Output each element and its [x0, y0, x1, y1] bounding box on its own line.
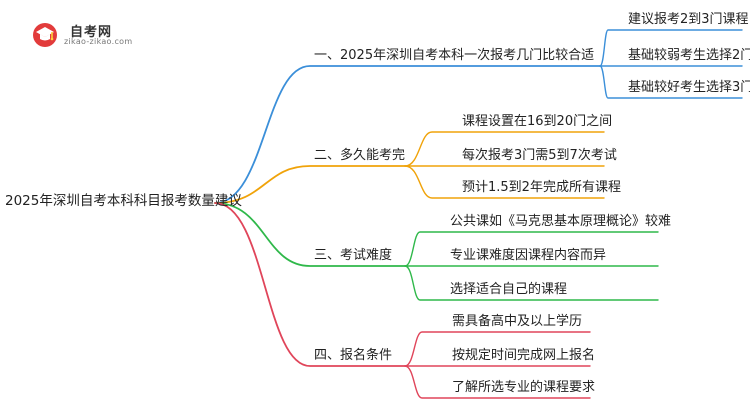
graduation-cap-icon [33, 23, 57, 47]
branch-4-item-3-connector [404, 365, 591, 399]
branch-2-item-1-connector [404, 131, 605, 167]
site-logo: 自考网 zikao-zikao.com [30, 20, 150, 50]
branch-1-item-1-connector [599, 29, 743, 67]
branch-4-label: 四、报名条件 [314, 348, 393, 363]
branch-4-connector [214, 202, 406, 367]
branch-1-item-3-connector [599, 65, 743, 99]
branch-1-connector [214, 65, 601, 204]
branch-1-item-2: 基础较弱考生选择2门 [628, 48, 750, 63]
branch-3-item-3-connector [404, 265, 659, 301]
branch-3-item-3: 选择适合自己的课程 [450, 282, 568, 297]
branch-2-item-1: 课程设置在16到20门之间 [462, 114, 613, 129]
branch-2-item-3: 预计1.5到2年完成所有课程 [462, 180, 621, 195]
branch-3-item-1: 公共课如《马克思基本原理概论》较难 [450, 214, 672, 229]
branch-4-item-1-connector [404, 331, 591, 367]
branch-4-item-3: 了解所选专业的课程要求 [452, 380, 596, 395]
branch-2-item-3-connector [404, 165, 605, 199]
branch-3-item-1-connector [404, 231, 659, 267]
branch-4-item-2: 按规定时间完成网上报名 [452, 348, 596, 363]
root-topic: 2025年深圳自考本科科目报考数量建议 [5, 193, 242, 209]
branch-2-connector [214, 165, 406, 204]
logo-url: zikao-zikao.com [64, 37, 133, 46]
branch-3-label: 三、考试难度 [314, 248, 393, 263]
branch-3-connector [214, 202, 406, 267]
branch-2-item-2: 每次报考3门需5到7次考试 [462, 148, 617, 163]
branch-3-item-2: 专业课难度因课程内容而异 [450, 248, 607, 263]
branch-4-item-1: 需具备高中及以上学历 [452, 314, 583, 329]
branch-1-label: 一、2025年深圳自考本科一次报考几门比较合适 [314, 48, 595, 63]
branch-2-label: 二、多久能考完 [314, 148, 406, 163]
branch-1-item-1: 建议报考2到3门课程 [628, 12, 749, 27]
branch-1-item-3: 基础较好考生选择3门 [628, 80, 750, 95]
logo-title: 自考网 [70, 25, 113, 40]
